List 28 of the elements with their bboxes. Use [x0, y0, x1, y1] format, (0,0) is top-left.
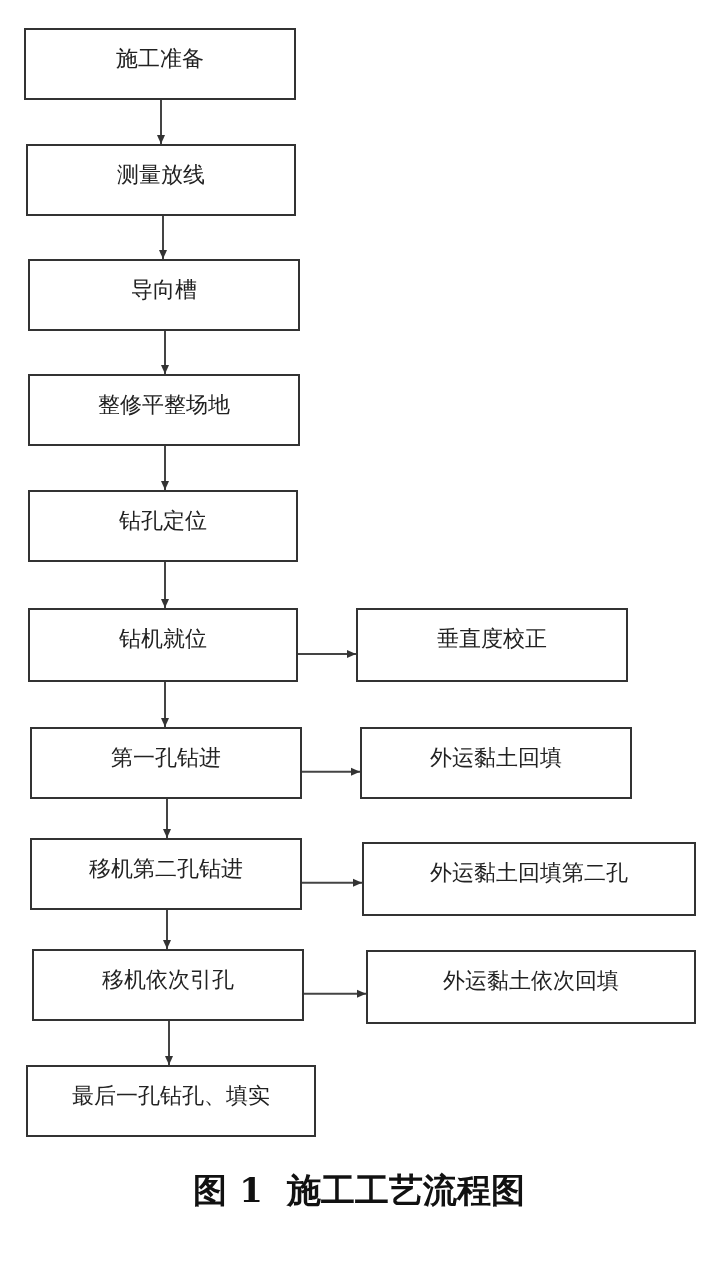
arrow [297, 649, 357, 658]
process-box: 移机第二孔钻进 [30, 838, 302, 910]
process-box: 外运黏土依次回填 [366, 950, 696, 1024]
arrow [165, 1020, 173, 1066]
process-box: 钻机就位 [28, 608, 298, 682]
process-box: 整修平整场地 [28, 374, 300, 446]
arrow [301, 878, 363, 887]
process-box: 钻孔定位 [28, 490, 298, 562]
process-box: 导向槽 [28, 259, 300, 331]
arrow [157, 99, 165, 145]
arrow [161, 561, 169, 609]
arrow [303, 989, 367, 998]
process-box: 测量放线 [26, 144, 296, 216]
arrow [161, 681, 169, 728]
figure-caption: 图 1 施工工艺流程图 [192, 1169, 526, 1212]
process-box: 第一孔钻进 [30, 727, 302, 799]
process-box: 移机依次引孔 [32, 949, 304, 1021]
arrow [159, 215, 167, 260]
arrow [301, 767, 361, 776]
process-box: 垂直度校正 [356, 608, 628, 682]
process-box: 外运黏土回填第二孔 [362, 842, 696, 916]
arrow [161, 330, 169, 375]
arrow [163, 909, 171, 950]
arrow [163, 798, 171, 839]
arrow [161, 445, 169, 491]
process-box: 施工准备 [24, 28, 296, 100]
process-box: 最后一孔钻孔、填实 [26, 1065, 316, 1137]
process-box: 外运黏土回填 [360, 727, 632, 799]
